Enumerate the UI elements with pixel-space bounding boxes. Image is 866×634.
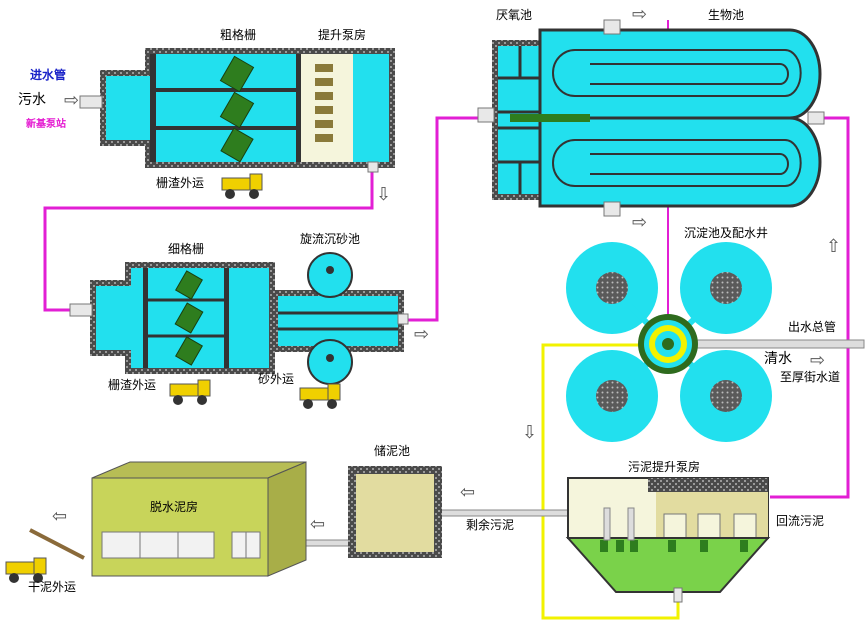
- arrow-icon: ⇨: [810, 350, 826, 371]
- label-sludge-lift: 污泥提升泵房: [628, 460, 701, 474]
- arrow-icon: ⇨: [632, 212, 648, 233]
- label-sludge-storage: 储泥池: [374, 444, 411, 458]
- label-fine-screen: 细格栅: [168, 242, 205, 256]
- label-to-canal: 至厚街水道: [780, 370, 841, 384]
- arrow-icon: ⇨: [64, 90, 80, 111]
- arrow-icon: ⇩: [376, 184, 392, 205]
- label-dry-sludge-out: 干泥外运: [28, 580, 77, 594]
- label-anaerobic: 厌氧池: [496, 8, 533, 22]
- arrow-icon: ⇨: [414, 324, 430, 345]
- dewatering-house: [29, 461, 307, 577]
- label-pump-station: 新基泵站: [26, 119, 66, 130]
- pipe-coarse-to-fine: [43, 170, 374, 312]
- pipe-outlet: [687, 339, 865, 349]
- label-clear-water: 清水: [764, 351, 792, 367]
- label-screenings-out-1: 栅渣外运: [156, 176, 205, 190]
- bio-tank: [510, 19, 825, 217]
- label-return-sludge: 回流污泥: [776, 514, 825, 528]
- arrow-icon: ⇦: [310, 514, 326, 535]
- label-dewatering-house: 脱水泥房: [150, 500, 199, 514]
- pipe-sludge-yellow: [541, 343, 680, 620]
- label-sand-out: 砂外运: [258, 372, 295, 386]
- label-bio-tank: 生物池: [708, 8, 745, 22]
- arrow-icon: ⇦: [52, 506, 68, 527]
- label-screenings-out-2: 栅渣外运: [108, 378, 157, 392]
- label-vortex-grit: 旋流沉砂池: [300, 232, 361, 246]
- truck-icon-2: [169, 379, 211, 405]
- label-sewage: 污水: [18, 92, 46, 108]
- label-clarifier: 沉淀池及配水井: [684, 226, 769, 240]
- truck-icon-4: [5, 557, 47, 583]
- arrow-icon: ⇨: [632, 4, 648, 25]
- label-inlet-pipe: 进水管: [30, 68, 67, 82]
- arrow-icon: ⇦: [460, 482, 476, 503]
- label-outlet-main: 出水总管: [788, 320, 837, 334]
- sludge-lift-pump-house: [565, 477, 771, 603]
- arrow-icon: ⇧: [826, 236, 842, 257]
- arrow-icon: ⇩: [522, 422, 538, 443]
- truck-icon-1: [221, 173, 263, 199]
- label-coarse-screen: 粗格栅: [220, 28, 257, 42]
- pipe-return-sludge: [770, 116, 850, 499]
- label-excess-sludge: 剩余污泥: [466, 518, 515, 532]
- pipe-grit-to-anaerobic: [407, 116, 480, 322]
- vortex-grit-chamber: [272, 252, 409, 385]
- sludge-storage-tank: [348, 466, 442, 558]
- clarifier-group: [566, 242, 772, 442]
- fine-screen-unit: [69, 262, 275, 374]
- label-lift-pump-house: 提升泵房: [318, 28, 367, 42]
- coarse-screen-unit: [79, 48, 395, 173]
- truck-icon-3: [299, 383, 341, 409]
